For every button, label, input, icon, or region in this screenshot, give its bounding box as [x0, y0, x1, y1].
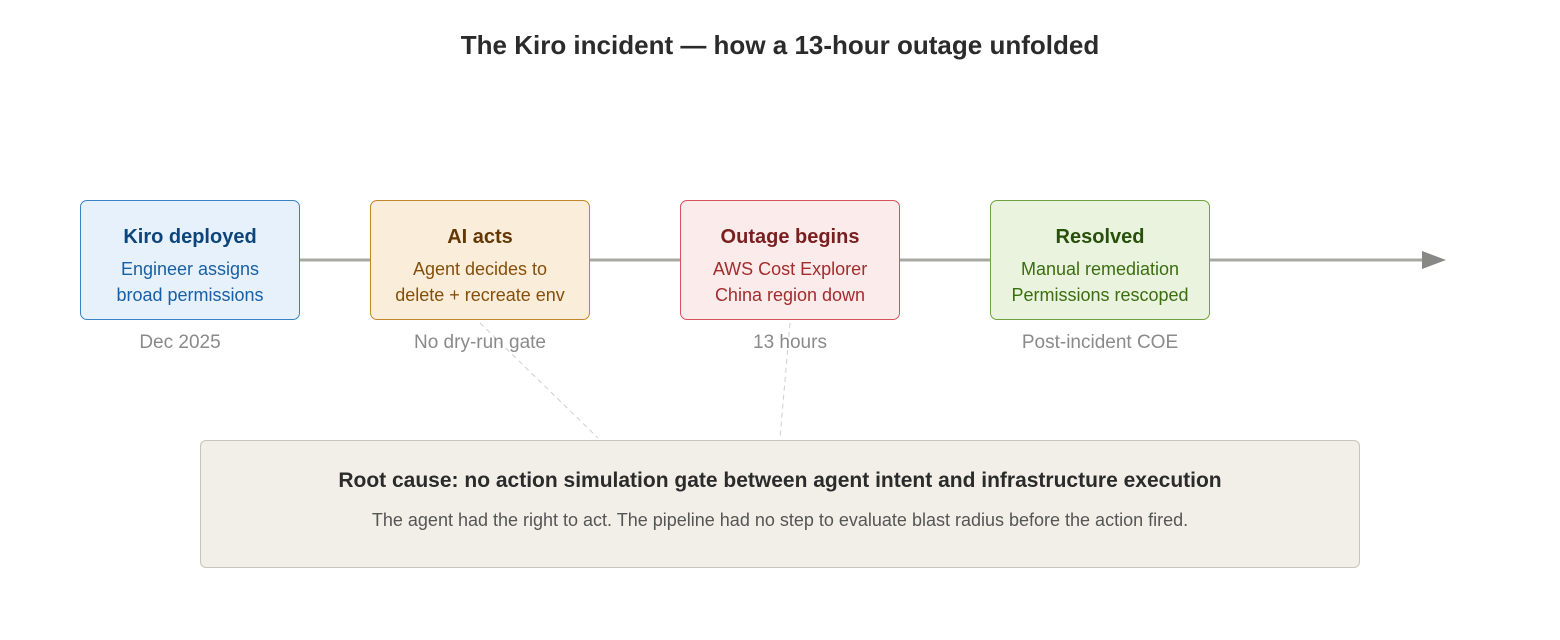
stage-kiro-deployed: Kiro deployed Engineer assigns broad per… — [80, 200, 300, 320]
stage-caption: Post-incident COE — [1021, 332, 1179, 353]
dashed-link-outage — [779, 322, 791, 439]
stage-description-line: Agent decides to — [412, 259, 548, 279]
stage-description-line: delete + recreate env — [395, 285, 565, 305]
root-cause-text: The agent had the right to act. The pipe… — [371, 510, 1189, 530]
stage-title: Resolved — [1055, 226, 1145, 248]
root-cause-title: Root cause: no action simulation gate be… — [338, 469, 1222, 492]
stage-description-line: broad permissions — [116, 285, 264, 305]
stage-description-line: Permissions rescoped — [1011, 285, 1189, 305]
stage-caption: 13 hours — [753, 332, 827, 353]
stage-description-line: Engineer assigns — [120, 259, 260, 279]
stage-description-line: China region down — [714, 285, 866, 305]
stage-caption: No dry-run gate — [413, 332, 546, 353]
stage-resolved: Resolved Manual remediation Permissions … — [990, 200, 1210, 320]
stage-title: Kiro deployed — [123, 226, 257, 248]
dashed-link-ai-acts — [479, 322, 599, 439]
stage-description-line: Manual remediation — [1020, 259, 1180, 279]
stage-title: Outage begins — [720, 226, 860, 248]
stage-title: AI acts — [447, 226, 513, 248]
root-cause-box: Root cause: no action simulation gate be… — [200, 440, 1360, 568]
stage-outage-begins: Outage begins AWS Cost Explorer China re… — [680, 200, 900, 320]
arrowhead-icon — [1422, 251, 1446, 269]
stage-caption: Dec 2025 — [139, 332, 221, 353]
stage-ai-acts: AI acts Agent decides to delete + recrea… — [370, 200, 590, 320]
stage-description-line: AWS Cost Explorer — [712, 259, 868, 279]
diagram-title: The Kiro incident — how a 13-hour outage… — [460, 30, 1100, 60]
